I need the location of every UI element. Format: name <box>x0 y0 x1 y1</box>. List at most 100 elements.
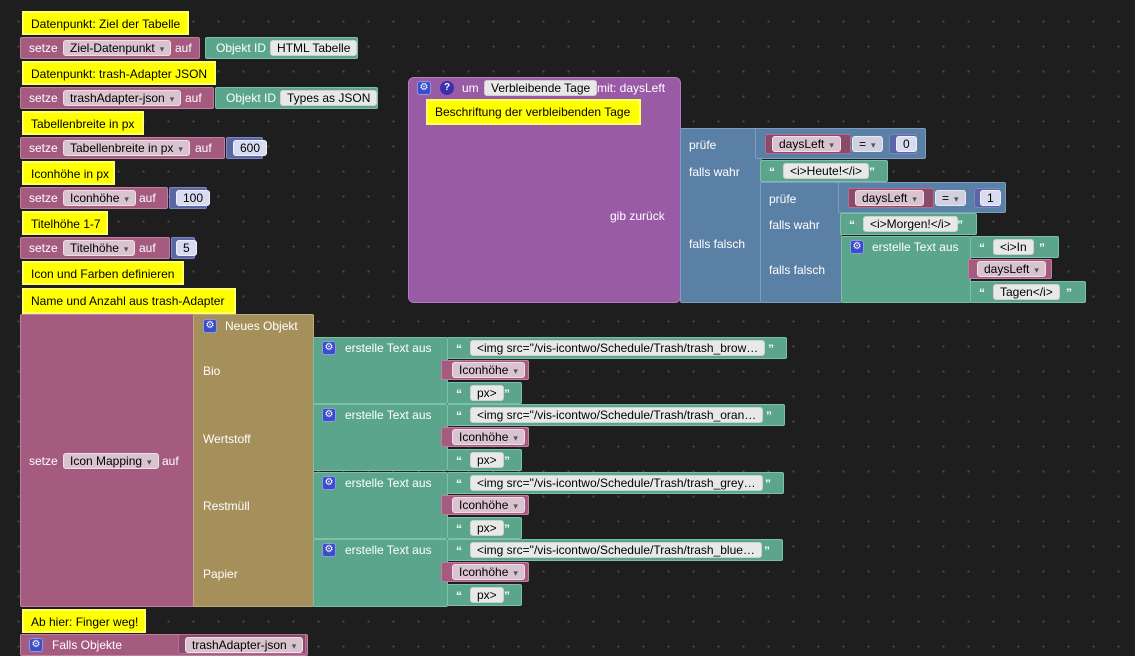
set-block-icon-mapping[interactable]: setze Icon Mapping auf <box>20 314 195 607</box>
set-block-title-height[interactable]: setze Titelhöhe auf <box>20 237 170 259</box>
number-block[interactable]: 1 <box>974 188 1001 208</box>
create-text-block-days[interactable]: ⚙ erstelle Text aus <box>841 236 971 303</box>
create-text-block-wertstoff[interactable]: ⚙ erstelle Text aus <box>313 404 448 471</box>
text-block-morgen[interactable]: “ <i>Morgen!</i> ” <box>840 213 977 235</box>
variable-block[interactable]: Iconhöhe <box>441 562 529 582</box>
variable-dropdown[interactable]: Iconhöhe <box>452 497 525 513</box>
compare-block[interactable]: daysLeft = 0 <box>755 128 926 159</box>
gear-icon[interactable]: ⚙ <box>322 476 336 490</box>
text-field[interactable]: <img src="/vis-icontwo/Schedule/Trash/tr… <box>470 407 764 423</box>
set-block-trash-json[interactable]: setze trashAdapter-json auf <box>20 87 214 109</box>
number-field[interactable]: 600 <box>233 140 268 156</box>
comment-table-width[interactable]: Tabellenbreite in px <box>22 111 144 135</box>
gear-icon[interactable]: ⚙ <box>850 240 864 254</box>
text-field[interactable]: Tagen</i> <box>993 284 1060 300</box>
variable-block[interactable]: Iconhöhe <box>441 360 529 380</box>
comment-trash-json[interactable]: Datenpunkt: trash-Adapter JSON <box>22 61 216 85</box>
object-id-field[interactable]: Types as JSON <box>280 90 378 106</box>
text-field[interactable]: px> <box>470 452 504 468</box>
text-block-px[interactable]: “ px> ” <box>447 584 522 606</box>
number-block[interactable]: 600 <box>226 137 268 159</box>
ternary-block-outer[interactable]: prüfe falls wahr falls falsch <box>680 128 762 303</box>
text-field[interactable]: <img src="/vis-icontwo/Schedule/Trash/tr… <box>470 340 766 356</box>
gear-icon[interactable]: ⚙ <box>322 408 336 422</box>
variable-dropdown[interactable]: daysLeft <box>772 136 841 152</box>
compare-block[interactable]: daysLeft = 1 <box>838 182 1006 213</box>
text-field[interactable]: <i>Morgen!</i> <box>863 216 958 232</box>
number-block[interactable]: 100 <box>169 187 211 209</box>
create-text-block-bio[interactable]: ⚙ erstelle Text aus <box>313 337 448 404</box>
variable-block[interactable]: Iconhöhe <box>441 495 529 515</box>
gear-icon[interactable]: ⚙ <box>29 638 43 652</box>
variable-block[interactable]: trashAdapter-json <box>178 634 306 654</box>
variable-dropdown[interactable]: Iconhöhe <box>452 564 525 580</box>
variable-dropdown[interactable]: Iconhöhe <box>452 429 525 445</box>
text-block-px[interactable]: “ px> ” <box>447 449 522 471</box>
comment-function[interactable]: Beschriftung der verbleibenden Tage <box>426 99 641 125</box>
text-block-img[interactable]: “ <img src="/vis-icontwo/Schedule/Trash/… <box>447 337 787 359</box>
operator-dropdown[interactable]: = <box>852 136 883 152</box>
text-field[interactable]: <img src="/vis-icontwo/Schedule/Trash/tr… <box>470 475 763 491</box>
variable-block[interactable]: daysLeft <box>848 188 934 208</box>
comment-icon-height[interactable]: Iconhöhe in px <box>22 161 115 185</box>
comment-target-datapoint[interactable]: Datenpunkt: Ziel der Tabelle <box>22 11 189 35</box>
create-text-block-papier[interactable]: ⚙ erstelle Text aus <box>313 539 448 607</box>
to-keyword: auf <box>175 41 192 55</box>
number-block[interactable]: 5 <box>171 237 197 259</box>
comment-name-count[interactable]: Name und Anzahl aus trash-Adapter <box>22 288 236 314</box>
text-field[interactable]: px> <box>470 587 504 603</box>
text-block-px[interactable]: “ px> ” <box>447 382 522 404</box>
number-field[interactable]: 100 <box>176 190 211 206</box>
quote-open: “ <box>849 218 855 232</box>
set-block-ziel[interactable]: setze Ziel-Datenpunkt auf <box>20 37 200 59</box>
object-id-label: Objekt ID <box>226 91 277 105</box>
gear-icon[interactable]: ⚙ <box>417 81 431 95</box>
comment-title-height[interactable]: Titelhöhe 1-7 <box>22 211 108 235</box>
ternary-block-inner[interactable]: prüfe falls wahr falls falsch <box>760 182 842 303</box>
object-id-block[interactable]: Objekt ID HTML Tabelle <box>205 37 358 59</box>
text-block-tagen[interactable]: “ Tagen</i> ” <box>970 281 1086 303</box>
set-block-width[interactable]: setze Tabellenbreite in px auf <box>20 137 225 159</box>
text-block-img[interactable]: “ <img src="/vis-icontwo/Schedule/Trash/… <box>447 404 785 426</box>
text-field[interactable]: <i>In <box>993 239 1034 255</box>
text-field[interactable]: px> <box>470 385 504 401</box>
text-block-img[interactable]: “ <img src="/vis-icontwo/Schedule/Trash/… <box>447 539 783 561</box>
operator-dropdown[interactable]: = <box>935 190 966 206</box>
gear-icon[interactable]: ⚙ <box>322 543 336 557</box>
gear-icon[interactable]: ⚙ <box>203 319 217 333</box>
object-id-block[interactable]: Objekt ID Types as JSON <box>215 87 378 109</box>
variable-dropdown[interactable]: trashAdapter-json <box>63 90 182 106</box>
set-block-icon-height[interactable]: setze Iconhöhe auf <box>20 187 168 209</box>
text-block-img[interactable]: “ <img src="/vis-icontwo/Schedule/Trash/… <box>447 472 784 494</box>
variable-dropdown[interactable]: daysLeft <box>977 261 1046 277</box>
text-block-px[interactable]: “ px> ” <box>447 517 522 539</box>
number-block[interactable]: 0 <box>889 134 917 154</box>
comment-icons-colors[interactable]: Icon und Farben definieren <box>22 261 184 285</box>
create-text-block-restmuell[interactable]: ⚙ erstelle Text aus <box>313 472 448 539</box>
number-field[interactable]: 5 <box>176 240 197 256</box>
variable-dropdown[interactable]: Titelhöhe <box>63 240 136 256</box>
help-icon[interactable]: ? <box>440 81 454 95</box>
variable-dropdown[interactable]: Iconhöhe <box>452 362 525 378</box>
variable-dropdown[interactable]: daysLeft <box>855 190 924 206</box>
variable-block[interactable]: daysLeft <box>765 134 851 154</box>
text-field[interactable]: px> <box>470 520 504 536</box>
text-block-heute[interactable]: “ <i>Heute!</i> ” <box>760 160 888 182</box>
variable-dropdown[interactable]: Tabellenbreite in px <box>63 140 190 156</box>
variable-dropdown[interactable]: Icon Mapping <box>63 453 159 469</box>
variable-dropdown[interactable]: Iconhöhe <box>63 190 136 206</box>
number-field[interactable]: 1 <box>980 190 1001 206</box>
variable-dropdown[interactable]: Ziel-Datenpunkt <box>63 40 172 56</box>
variable-block[interactable]: daysLeft <box>968 259 1052 279</box>
variable-block[interactable]: Iconhöhe <box>441 427 529 447</box>
comment-hands-off[interactable]: Ab hier: Finger weg! <box>22 609 146 633</box>
gear-icon[interactable]: ⚙ <box>322 341 336 355</box>
function-name-field[interactable]: Verbleibende Tage <box>484 80 598 96</box>
text-field[interactable]: <img src="/vis-icontwo/Schedule/Trash/tr… <box>470 542 762 558</box>
text-block-in[interactable]: “ <i>In ” <box>970 236 1059 258</box>
object-id-field[interactable]: HTML Tabelle <box>270 40 358 56</box>
new-object-block[interactable]: ⚙ Neues Objekt Bio Wertstoff Restmüll Pa… <box>193 314 314 607</box>
text-field[interactable]: <i>Heute!</i> <box>783 163 870 179</box>
variable-dropdown[interactable]: trashAdapter-json <box>185 637 304 653</box>
number-field[interactable]: 0 <box>896 136 917 152</box>
